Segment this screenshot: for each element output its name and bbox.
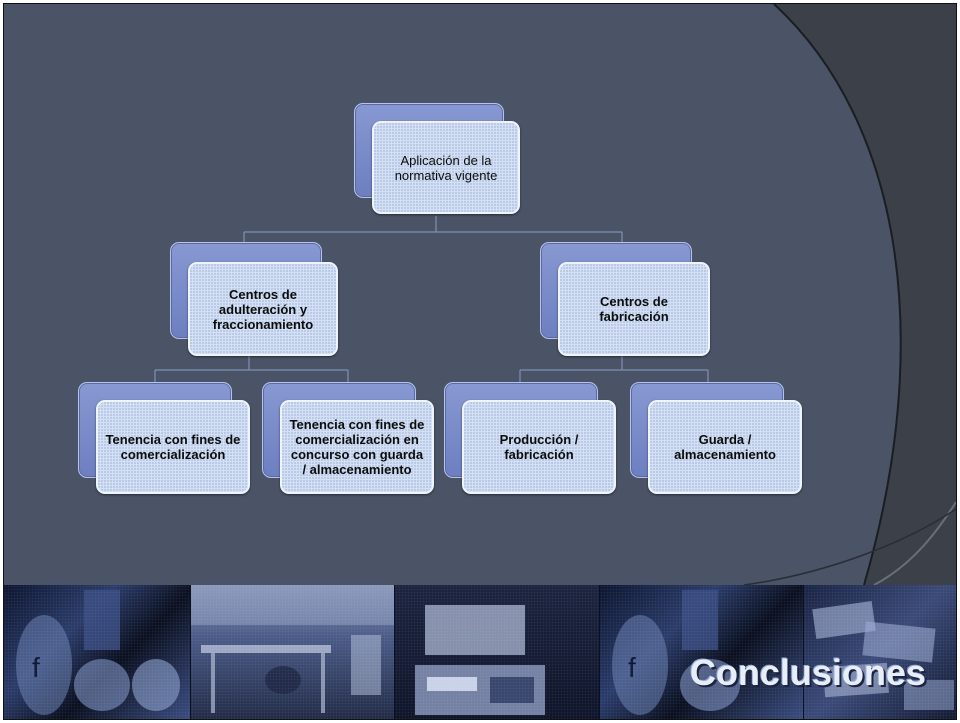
decorative-arcs xyxy=(743,4,956,586)
slide: Aplicación de la normativa vigente Centr… xyxy=(3,3,957,720)
node-storage: Guarda / almacenamiento xyxy=(630,382,802,496)
bottles-and-cans-photo: f xyxy=(4,585,192,719)
node-storage-label: Guarda / almacenamiento xyxy=(674,432,776,462)
node-adulteration-centers: Centros de adulteración y fraccionamient… xyxy=(170,242,338,357)
slide-title: Conclusiones xyxy=(689,652,926,693)
seized-cash-photo xyxy=(803,585,956,719)
diagram-connectors xyxy=(154,216,709,382)
lab-table-photo xyxy=(191,585,396,719)
diagram-root-node: Aplicación de la normativa vigente xyxy=(354,103,520,216)
node-manufacturing-centers-label: Centros de fabricación xyxy=(599,294,669,324)
scale-with-powder-photo xyxy=(395,585,600,719)
node-adulteration-centers-label: Centros de adulteración y fraccionamient… xyxy=(212,286,314,332)
bottles-and-cans-photo-2: f xyxy=(599,585,804,719)
node-possession-with-storage-label: Tenencia con fines de comercialización e… xyxy=(289,417,425,477)
node-possession-with-storage: Tenencia con fines de comercialización e… xyxy=(262,382,434,496)
node-production: Producción / fabricación xyxy=(444,382,616,496)
node-production-label: Producción / fabricación xyxy=(499,432,579,462)
svg-text:f: f xyxy=(628,652,636,683)
node-possession-commercialization-label: Tenencia con fines de comercialización xyxy=(105,432,241,462)
photo-strip: f xyxy=(4,585,956,719)
svg-text:f: f xyxy=(32,652,40,683)
root-node-label: Aplicación de la normativa vigente xyxy=(394,152,498,183)
node-manufacturing-centers: Centros de fabricación xyxy=(540,242,710,357)
node-possession-commercialization: Tenencia con fines de comercialización xyxy=(78,382,250,496)
